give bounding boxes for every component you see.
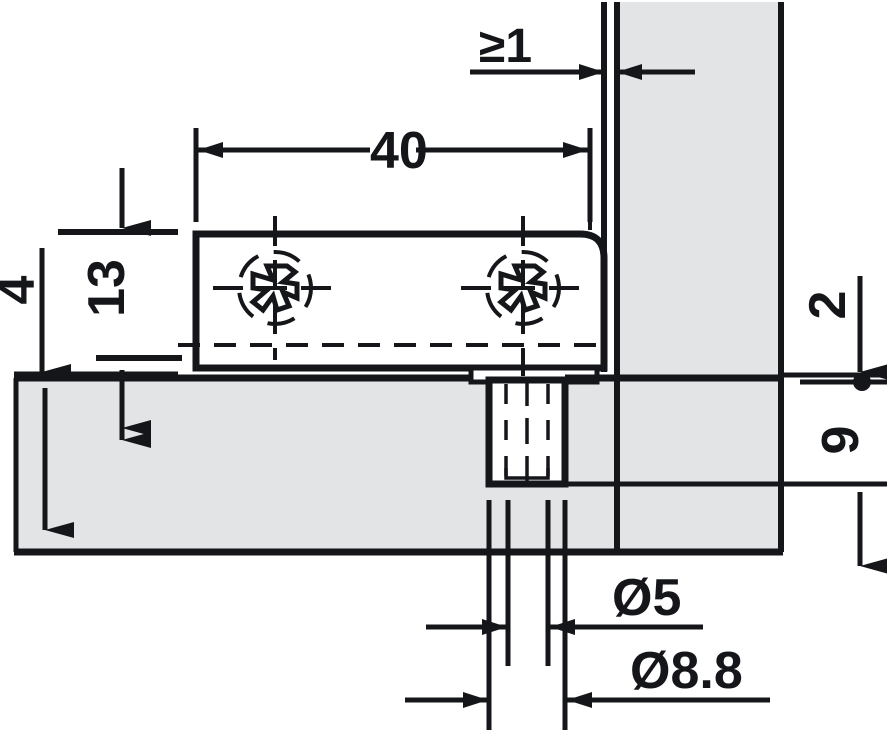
dimension-depth9 [565, 481, 887, 574]
dimension-length40 [193, 128, 593, 222]
center-point-marker [853, 373, 871, 391]
bore-extension-lines [486, 500, 568, 730]
screw-left [213, 216, 337, 360]
dimension-offset2 [783, 276, 887, 391]
screw-right [461, 216, 585, 376]
dimension-label-bore-small: Ø5 [612, 569, 681, 627]
dimension-label-bore-large: Ø8.8 [630, 642, 743, 700]
dimension-label-offset4: 4 [0, 275, 46, 304]
dimension-label-gap: ≥1 [479, 20, 532, 73]
dimension-label-length40: 40 [370, 122, 428, 180]
dimension-offset4 [14, 248, 178, 380]
carcase-arrows [42, 388, 151, 538]
panel-outlines [13, 2, 784, 556]
dimension-label-depth9: 9 [812, 426, 870, 455]
dowel-bore [485, 376, 569, 490]
dimension-label-offset2: 2 [799, 291, 857, 320]
carcase-panel [14, 378, 783, 553]
dimension-label-height13: 13 [78, 259, 136, 317]
